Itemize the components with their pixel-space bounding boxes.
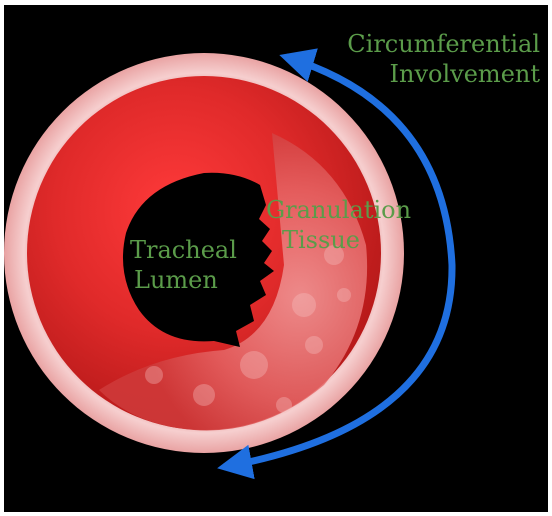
granulation-label-line2: Tissue [266,225,411,255]
circumferential-label-line1: Circumferential [344,29,540,59]
tracheal-lumen-label: Tracheal Lumen [130,235,237,295]
figure-canvas: Circumferential Involvement Granulation … [4,5,548,512]
granulation-label-line1: Granulation [266,195,411,225]
tracheal-label-line2: Lumen [130,265,237,295]
circumferential-involvement-label: Circumferential Involvement [344,29,540,89]
granulation-tissue-label: Granulation Tissue [266,195,411,255]
tracheal-label-line1: Tracheal [130,235,237,265]
circumferential-label-line2: Involvement [344,59,540,89]
